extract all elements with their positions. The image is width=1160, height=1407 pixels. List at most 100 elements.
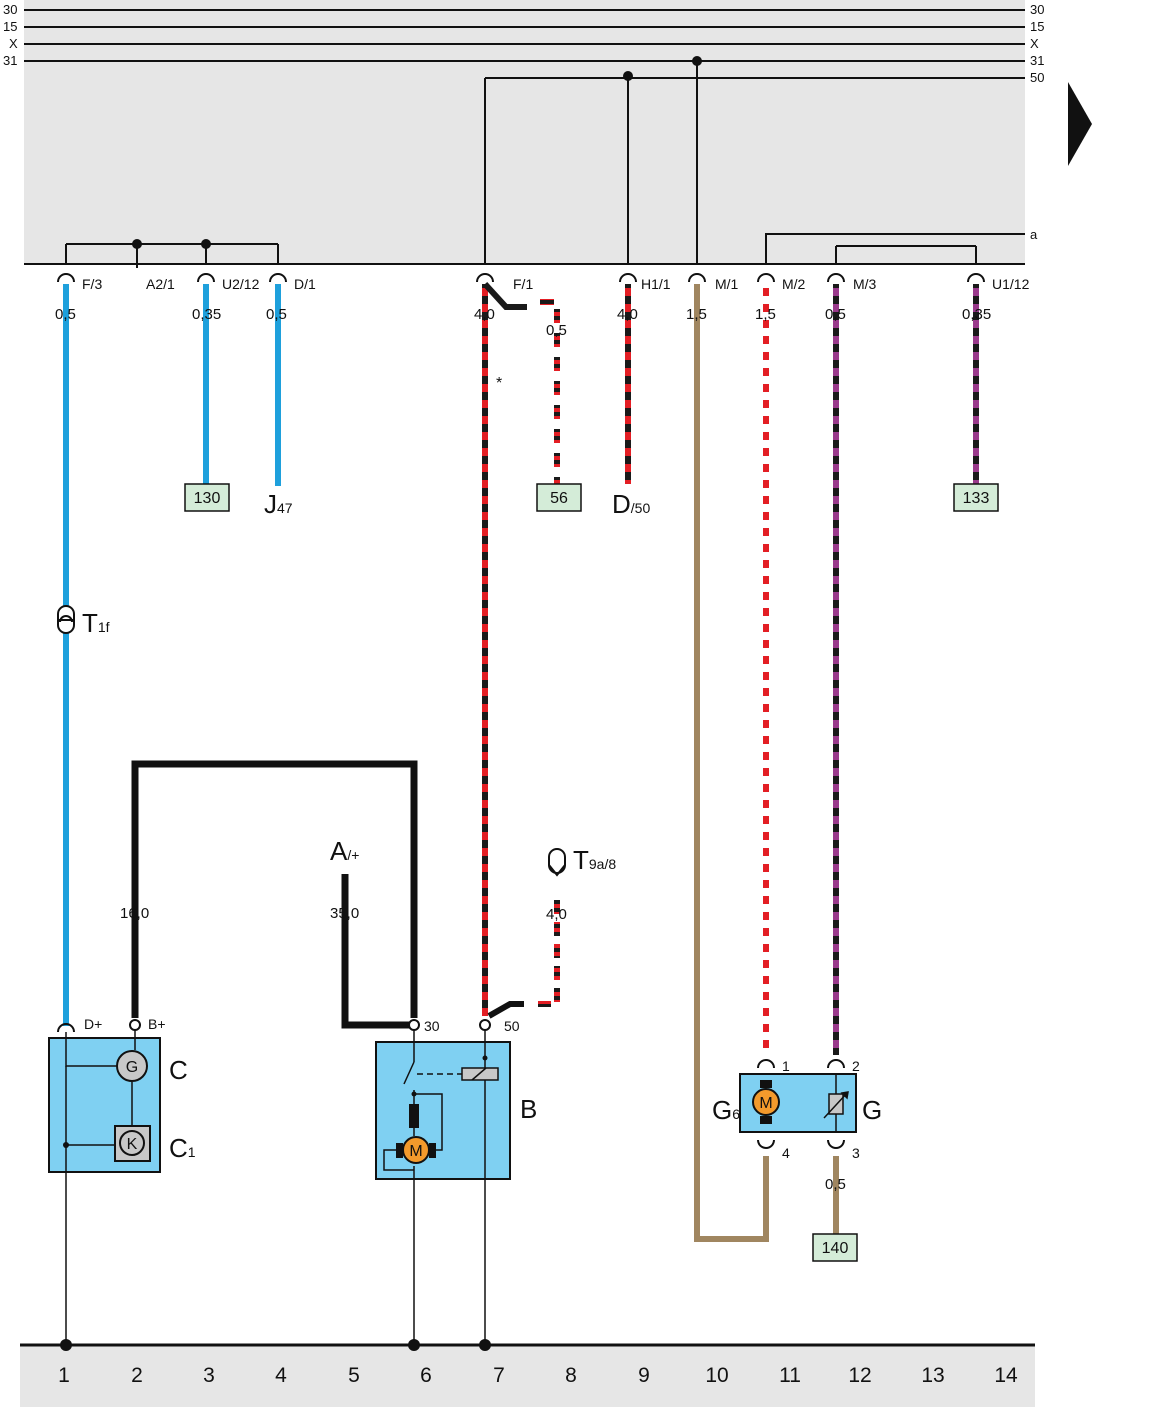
wire-size-d1: 0,5 [266, 306, 287, 323]
starter-internal-wiring [383, 1030, 486, 1345]
component-c-label: C [169, 1055, 188, 1085]
wire-size-g-3: 0,5 [825, 1176, 846, 1193]
column-number: 12 [848, 1364, 871, 1387]
t1f-connector-icon [57, 605, 75, 634]
reference-box-130-label: 130 [194, 490, 221, 507]
connector-label-u2-12: U2/12 [222, 276, 260, 292]
solenoid-diagonal [471, 1067, 487, 1081]
t1f-label: T1f [82, 608, 110, 638]
reference-box-140[interactable] [812, 1233, 858, 1262]
column-number: 9 [638, 1364, 650, 1387]
connector-label-a2-1: A2/1 [146, 276, 175, 292]
fuel-sender-rheostat-icon [823, 1074, 849, 1132]
rail-31-label-right: 31 [1030, 53, 1044, 68]
panel-internal-wiring [65, 61, 1025, 268]
junction-dot [63, 1142, 69, 1148]
fuel-pump-motor-icon [752, 1088, 780, 1116]
g-pin-3-label: 3 [852, 1145, 860, 1161]
g-pin-4-label: 4 [782, 1145, 790, 1161]
reference-box-130[interactable] [184, 483, 230, 512]
wire-size-f3: 0,5 [55, 306, 76, 323]
component-g6-label: G6 [712, 1095, 740, 1125]
starter-b-box[interactable] [375, 1041, 511, 1180]
rail-x-label-left: X [9, 36, 18, 51]
wire-size-a-plus: 35,0 [330, 905, 359, 922]
component-g-label: G [862, 1095, 882, 1125]
column-number: 8 [565, 1364, 577, 1387]
rail-15-label-right: 15 [1030, 19, 1044, 34]
regulator-c1-circle [119, 1130, 145, 1156]
wire-size-battery: 16,0 [120, 905, 149, 922]
junction-dot [692, 56, 702, 66]
column-number: 5 [348, 1364, 360, 1387]
column-number: 13 [921, 1364, 944, 1387]
wire-m1-brown[interactable] [694, 284, 769, 1242]
central-panel-background [24, 0, 1025, 264]
wire-t9a-to-50[interactable] [538, 900, 560, 1007]
reference-box-56-label: 56 [550, 490, 568, 507]
ground-junction-dot [60, 1339, 72, 1351]
wire-size-f1: 4,0 [474, 306, 495, 323]
column-number: 14 [994, 1364, 1018, 1387]
wire-56-branch-dashed[interactable] [540, 299, 560, 484]
pin-30-label: 30 [424, 1018, 440, 1034]
wire-size-m3: 0,5 [825, 306, 846, 323]
connector-label-f3: F/3 [82, 276, 102, 292]
wire-size-h1-1: 4,0 [617, 306, 638, 323]
column-number: 7 [493, 1364, 505, 1387]
connector-label-u1-12: U1/12 [992, 276, 1030, 292]
pin-dplus-label: D+ [84, 1016, 102, 1032]
fuel-unit-plugs [757, 1059, 845, 1149]
column-number: 1 [58, 1364, 70, 1387]
rail-30-label-left: 30 [3, 2, 17, 17]
reference-box-133[interactable] [953, 483, 999, 512]
t9a-connector-icon [548, 848, 566, 877]
panel-connector-plugs [57, 273, 985, 283]
asterisk-note: * [496, 375, 502, 392]
fuel-pump-symbol-label: M [759, 1095, 772, 1112]
starter-motor-brush-right [429, 1143, 436, 1158]
wire-a-plus-30[interactable] [341, 874, 410, 1029]
rail-x-label-right: X [1030, 36, 1039, 51]
column-number: 2 [131, 1364, 143, 1387]
rail-50-label-right: 50 [1030, 70, 1044, 85]
starter-motor-brush-left [396, 1143, 403, 1158]
g-pin-2-label: 2 [852, 1058, 860, 1074]
column-number: 10 [705, 1364, 728, 1387]
fuel-pump-brush-bottom [760, 1116, 772, 1124]
wire-f1-branch[interactable] [482, 281, 527, 310]
column-number: 6 [420, 1364, 432, 1387]
generator-symbol-label: G [126, 1059, 138, 1076]
wire-size-m2: 1,5 [755, 306, 776, 323]
field-winding-icon [409, 1104, 419, 1128]
starter-motor-icon [402, 1136, 430, 1164]
fuel-pump-brush-top [760, 1080, 772, 1088]
starter-terminal-30[interactable] [408, 1019, 420, 1031]
junction-dot [201, 239, 211, 249]
generator-icon [116, 1050, 148, 1082]
column-number-strip [20, 1345, 1035, 1407]
continuation-arrow-icon[interactable] [1068, 82, 1092, 166]
wire-size-m1: 1,5 [686, 306, 707, 323]
starter-motor-symbol-label: M [409, 1143, 422, 1160]
g-pin-1-label: 1 [782, 1058, 790, 1074]
wire-size-t9a: 4,0 [546, 906, 567, 923]
rail-30-label-right: 30 [1030, 2, 1044, 17]
connector-label-h1-1: H1/1 [641, 276, 671, 292]
starter-terminal-50[interactable] [479, 1019, 491, 1031]
junction-dot [411, 1091, 417, 1097]
wire-battery-b-plus[interactable] [131, 760, 418, 1018]
alternator-b-plus-terminal[interactable] [129, 1019, 141, 1031]
j47-label: J47 [264, 489, 293, 519]
wire-50-elbow[interactable] [487, 1001, 524, 1019]
column-number: 3 [203, 1364, 215, 1387]
ground-junction-dot [408, 1339, 420, 1351]
rail-31-label-left: 31 [3, 53, 17, 68]
reference-box-56[interactable] [536, 483, 582, 512]
junction-dot [482, 1055, 488, 1061]
component-b-label: B [520, 1094, 537, 1124]
component-c1-label: C1 [169, 1133, 196, 1163]
junction-dot [132, 239, 142, 249]
a-plus-label: A/+ [330, 836, 359, 866]
